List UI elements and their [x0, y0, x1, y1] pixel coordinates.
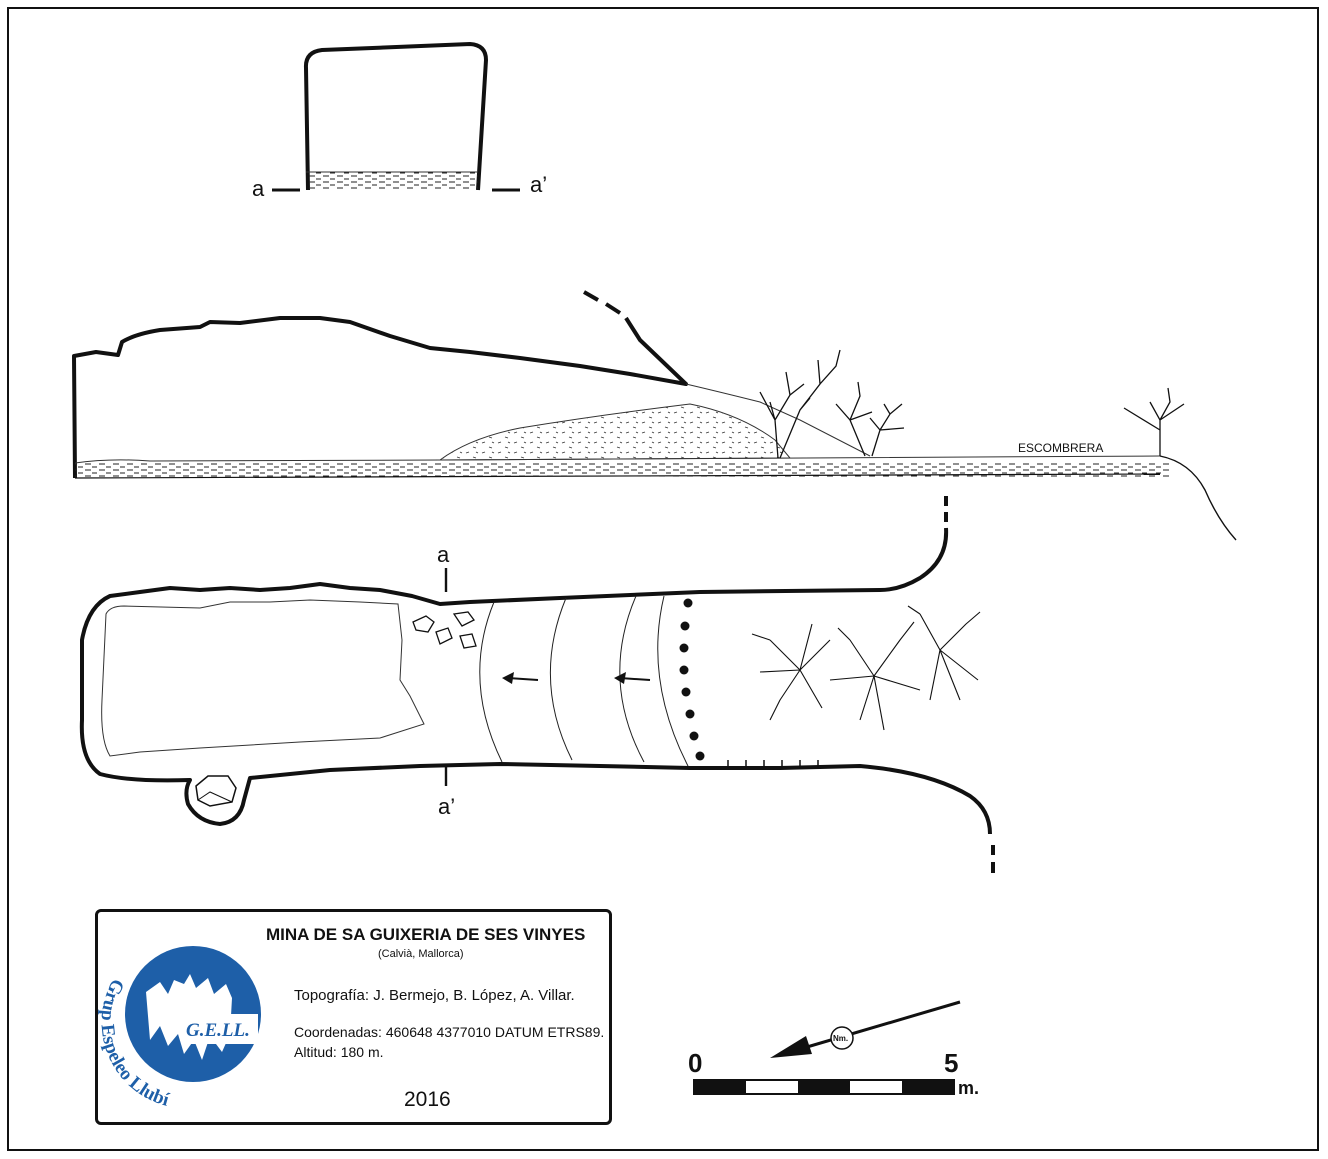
title-block: G.E.LL. Grup Espeleo Llubí MINA DE SA GU… — [95, 909, 612, 1125]
logo-initials: G.E.LL. — [186, 1020, 250, 1041]
plan-label-a-prime: a’ — [438, 794, 455, 819]
cave-location: (Calvià, Mallorca) — [378, 948, 464, 960]
scale-unit-label: m. — [958, 1078, 979, 1098]
section-label-a: a — [252, 176, 265, 201]
coordinates: Coordenadas: 460648 4377010 DATUM ETRS89… — [294, 1024, 605, 1040]
topography-credits: Topografía: J. Bermejo, B. López, A. Vil… — [294, 987, 575, 1004]
plan-label-a: a — [437, 542, 450, 567]
longitudinal-profile — [72, 290, 1237, 541]
section-label-a-prime: a’ — [530, 172, 547, 197]
page-border — [7, 7, 1319, 1151]
north-label: Nm. — [833, 1034, 848, 1043]
escombrera-label: ESCOMBRERA — [1018, 441, 1103, 455]
north-arrow — [770, 1000, 961, 1058]
scale-start-label: 0 — [688, 1048, 702, 1078]
cave-title: MINA DE SA GUIXERIA DE SES VINYES — [266, 925, 586, 944]
survey-year: 2016 — [404, 1088, 451, 1111]
scale-end-label: 5 — [944, 1048, 958, 1078]
scale-bar — [693, 1079, 955, 1095]
plan-view — [79, 496, 995, 873]
cross-section — [272, 41, 520, 192]
altitude: Altitud: 180 m. — [294, 1044, 384, 1060]
gell-logo: G.E.LL. Grup Espeleo Llubí — [98, 946, 261, 1111]
